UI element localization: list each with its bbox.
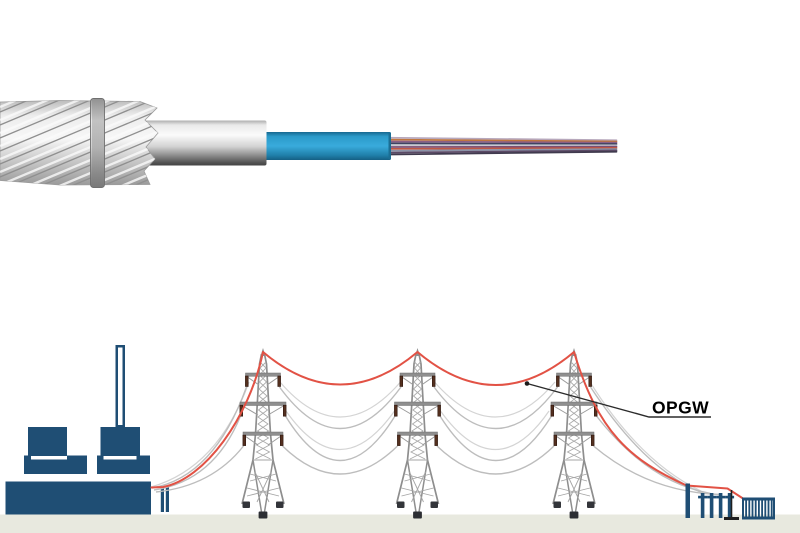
optical-fiber [388,149,618,154]
tower-lattice [566,361,582,460]
tower-arm-lower [553,431,595,436]
arm-brace [397,434,438,446]
substation [685,483,775,520]
transmission-tower-1 [239,348,287,519]
transmission-tower-2 [394,348,441,519]
tower-arm-top [556,372,592,377]
arm-brace [245,375,281,386]
tower-footing [587,501,595,508]
tower-footing [430,501,438,508]
tower-front-legs [406,459,429,516]
substation-gantry-post [685,483,690,518]
pedestal-roofline [31,456,67,460]
optical-fiber [388,140,618,144]
tower-lattice [409,361,425,460]
ground-strip [0,514,800,533]
takeoff-post [165,486,169,512]
leader-dot [524,381,530,386]
tower-footing [413,511,422,519]
tower-arm-middle [550,401,598,406]
tower-footing [553,501,561,508]
arm-brace [551,404,597,416]
plant-base [5,481,151,515]
conductor-wires [150,381,720,496]
optical-fiber [388,136,618,142]
tower-footing [258,511,268,519]
opgw-label: OPGW [652,398,709,418]
plant-block-left [28,427,67,456]
leader-line [526,382,711,418]
tower-footing [569,511,579,519]
transmission-towers [239,348,598,519]
tower-lattice [410,361,426,460]
insulator-strings [394,375,441,446]
optical-fiber [388,147,618,150]
tower-leg-braces [557,459,591,503]
transmission-tower-3 [550,348,598,519]
plant-pedestal-left [24,455,87,474]
tower-lattice [566,361,582,460]
tower-footing [242,501,250,508]
tower-arm-top [399,372,436,377]
power-scene: OPGW [0,345,800,533]
tower-lattice [255,361,271,460]
plant-pedestal-right [97,455,150,474]
cable-cutaway [0,98,618,188]
tower-footing [276,501,284,508]
tower-arm-top [245,372,281,377]
optical-fibers [388,136,618,156]
cable-inner-jacket [263,132,391,160]
chimney-inner [118,347,123,425]
tower-front-legs [563,459,585,516]
arm-brace [395,404,440,416]
tower-footing [397,501,405,508]
optical-fiber [388,138,618,143]
power-plant [5,345,169,515]
optical-fiber [388,142,618,145]
takeoff-post [160,486,164,512]
pedestal-roofline [103,456,137,460]
arm-brace [554,434,594,446]
optical-fiber [388,148,618,152]
tower-arm-lower [397,431,438,436]
optical-fiber [388,150,618,156]
arm-brace [243,434,283,446]
tower-arm-lower [242,431,284,436]
cable-steel-tube [140,120,267,166]
tower-arm-middle [239,401,287,406]
substation-building [742,497,775,520]
substation-posts [698,493,735,518]
cable-binding-band [90,98,105,188]
arm-brace [400,375,435,386]
tower-arm-middle [394,401,441,406]
ground-symbol [724,490,739,520]
opgw-wire [150,351,744,500]
tower-lattice [255,361,271,460]
plant-block-right [100,427,140,456]
tower-leg-braces [246,459,280,503]
tower-leg-braces [401,459,434,503]
strand-texture [0,100,158,185]
tower-front-legs [252,459,274,516]
building-stripes [745,500,773,517]
opgw-callout: OPGW [524,381,711,418]
jacket-end-cap [388,133,391,159]
cable-strand-section [0,100,159,186]
